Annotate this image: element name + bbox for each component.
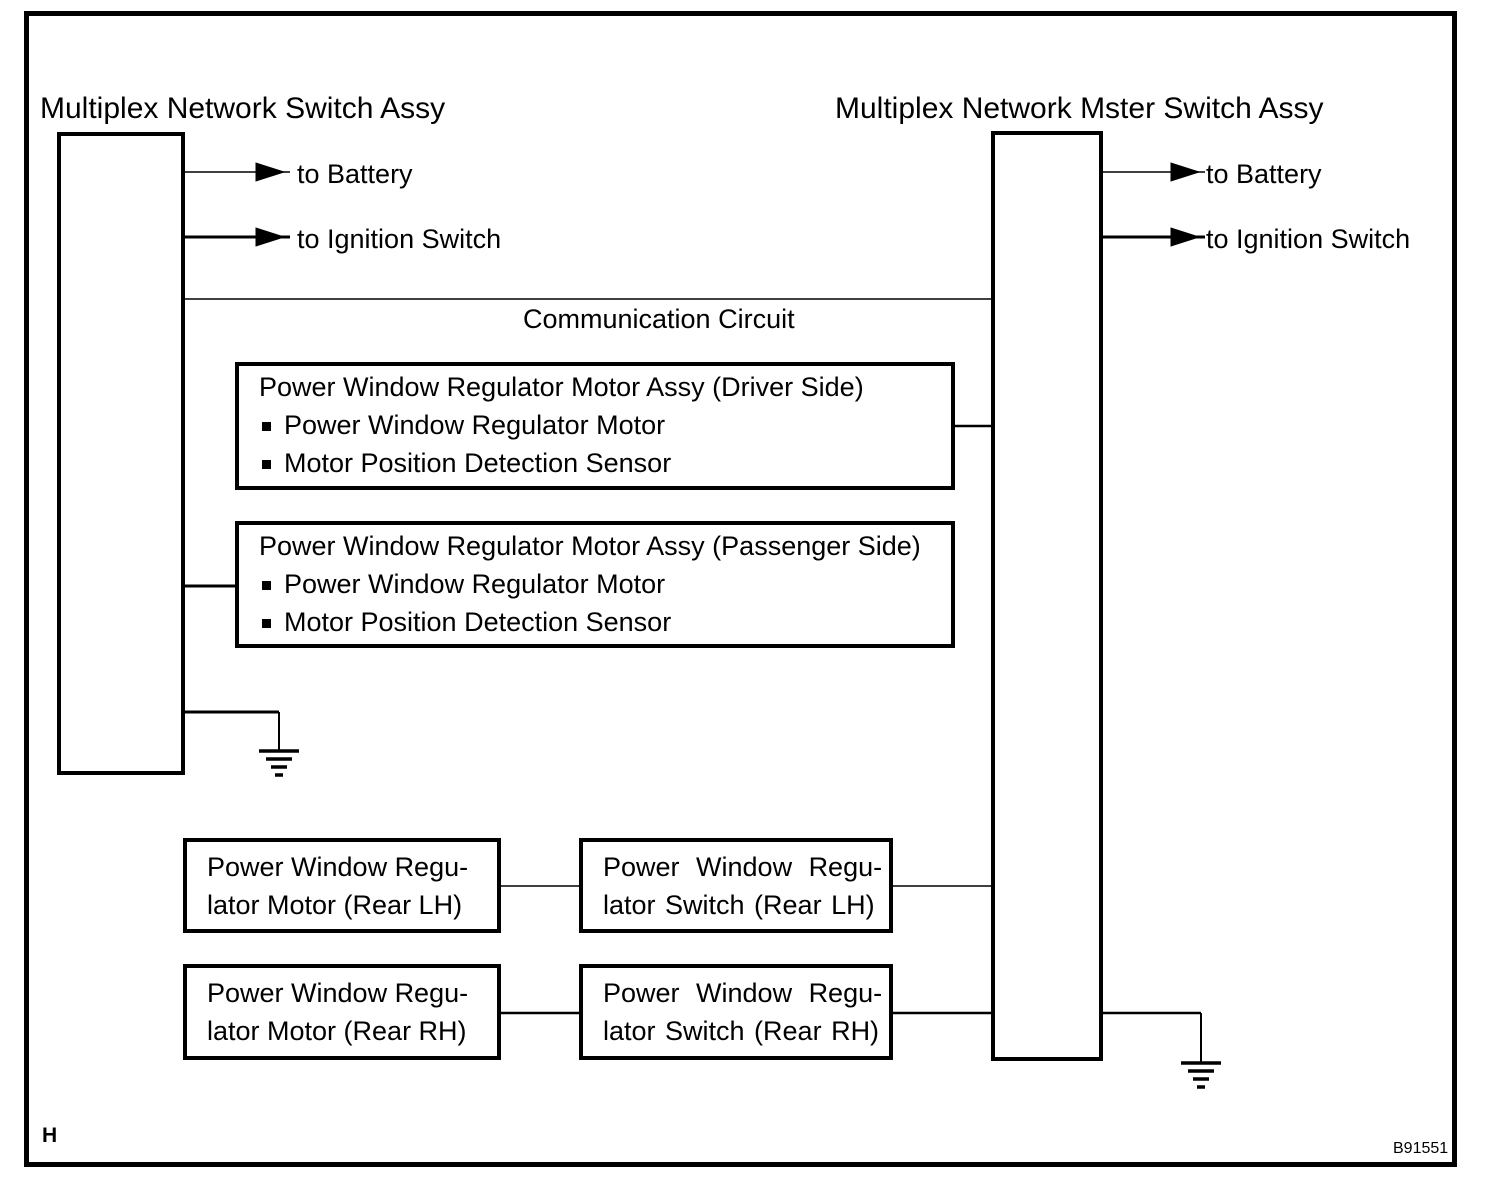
bullet-square-icon bbox=[262, 459, 271, 469]
rear-lh-switch-line2: lator Switch (Rear LH) bbox=[603, 890, 875, 920]
driver-item-motor: Power Window Regulator Motor bbox=[284, 410, 666, 440]
left-switch-assembly-box bbox=[57, 132, 185, 775]
right-assembly-label: Multiplex Network Mster Switch Assy bbox=[835, 92, 1324, 125]
right-to-battery-label: to Battery bbox=[1206, 159, 1322, 189]
list-item: Power Window Regulator Motor bbox=[259, 565, 951, 603]
master-switch-assembly-box bbox=[991, 131, 1103, 1061]
driver-motor-assy-title: Power Window Regulator Motor Assy (Drive… bbox=[259, 372, 864, 402]
list-item: Motor Position Detection Sensor bbox=[259, 603, 951, 641]
ground-icon bbox=[185, 710, 299, 777]
passenger-motor-assy-title: Power Window Regulator Motor Assy (Passe… bbox=[259, 531, 921, 561]
left-to-battery-label: to Battery bbox=[297, 159, 413, 189]
diagram-border bbox=[24, 11, 1457, 1167]
rear-rh-motor-line1: Power Window Regu- bbox=[207, 978, 469, 1008]
left-assembly-label: Multiplex Network Switch Assy bbox=[40, 92, 446, 125]
page-marker: H bbox=[42, 1124, 58, 1147]
arrow-right-icon bbox=[255, 227, 286, 247]
right-to-ignition-label: to Ignition Switch bbox=[1206, 224, 1411, 254]
figure-code: B91551 bbox=[1393, 1140, 1449, 1157]
left-to-ignition-label: to Ignition Switch bbox=[297, 224, 502, 254]
bullet-square-icon bbox=[262, 580, 271, 590]
rear-rh-switch-line2: lator Switch (Rear RH) bbox=[603, 1016, 880, 1046]
rear-rh-switch-box: Power Window Regu- lator Switch (Rear RH… bbox=[579, 964, 893, 1060]
arrow-right-icon bbox=[255, 162, 286, 182]
list-item: Motor Position Detection Sensor bbox=[259, 444, 951, 482]
driver-motor-assy-box: Power Window Regulator Motor Assy (Drive… bbox=[235, 362, 955, 490]
passenger-motor-assy-box: Power Window Regulator Motor Assy (Passe… bbox=[235, 521, 955, 648]
list-item: Power Window Regulator Motor bbox=[259, 406, 951, 444]
rear-rh-motor-line2: lator Motor (Rear RH) bbox=[207, 1016, 467, 1046]
bullet-square-icon bbox=[262, 618, 271, 628]
ground-icon bbox=[1103, 1011, 1221, 1089]
rear-rh-switch-line1: Power Window Regu- bbox=[603, 978, 883, 1008]
rear-rh-motor-box: Power Window Regu- lator Motor (Rear RH) bbox=[183, 964, 501, 1060]
rear-lh-switch-box: Power Window Regu- lator Switch (Rear LH… bbox=[579, 838, 893, 933]
arrow-right-icon bbox=[1170, 162, 1201, 182]
driver-item-sensor: Motor Position Detection Sensor bbox=[284, 448, 672, 478]
rear-lh-motor-box: Power Window Regu- lator Motor (Rear LH) bbox=[183, 838, 501, 933]
rear-lh-switch-line1: Power Window Regu- bbox=[603, 852, 883, 882]
passenger-item-sensor: Motor Position Detection Sensor bbox=[284, 607, 672, 637]
rear-lh-motor-line1: Power Window Regu- bbox=[207, 852, 469, 882]
bullet-square-icon bbox=[262, 421, 271, 431]
communication-circuit-label: Communication Circuit bbox=[523, 304, 795, 334]
passenger-item-motor: Power Window Regulator Motor bbox=[284, 569, 666, 599]
rear-lh-motor-line2: lator Motor (Rear LH) bbox=[207, 890, 463, 920]
arrow-right-icon bbox=[1170, 227, 1201, 247]
